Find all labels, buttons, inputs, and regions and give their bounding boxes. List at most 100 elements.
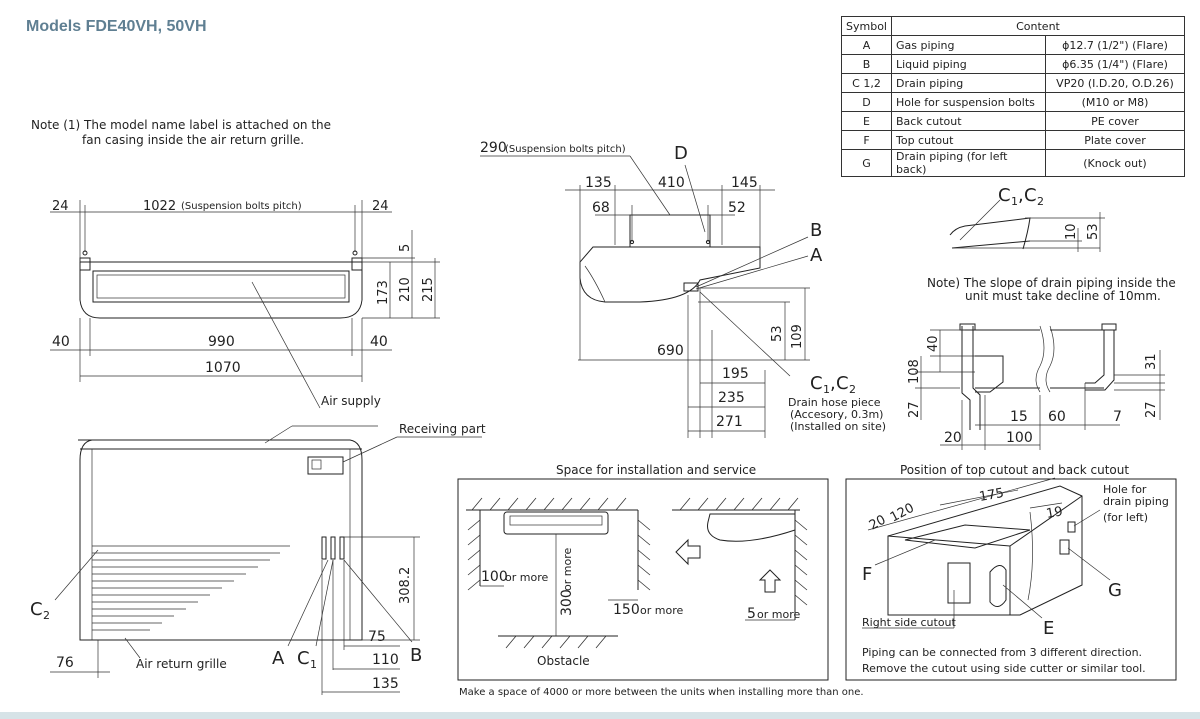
service-unit-outlet [509, 515, 603, 526]
front-view-bracket-right [351, 257, 363, 271]
dim-line [939, 489, 1019, 506]
dim-100-note: or more [505, 571, 548, 584]
leader-290 [629, 155, 671, 216]
dim-215: 215 [421, 277, 436, 302]
row-name: Hole for suspension bolts [890, 92, 1046, 112]
dim-1022: 1022 [143, 199, 176, 214]
drain-detail-slope [951, 240, 1031, 249]
front-view-unit-outline [79, 261, 363, 319]
c2-label: C [30, 599, 43, 620]
drain-outlet-left [961, 326, 971, 430]
air-return-grille-label: Air return grille [136, 657, 227, 671]
leader-air-supply-front [251, 281, 321, 409]
leader-d [684, 164, 706, 233]
row-name: Drain piping (for left back) [890, 149, 1046, 177]
c1c2-comma: , [1018, 185, 1024, 206]
bolt-hole [352, 250, 358, 256]
label-c2-subscript: 2 [849, 383, 856, 396]
airflow-arrow-icon [675, 538, 701, 566]
iso-unit-edge [1009, 495, 1083, 547]
dim-5: 5 [747, 606, 756, 622]
row-value: ϕ6.35 (1/4") (Flare) [1044, 54, 1185, 74]
label-b: B [810, 220, 822, 241]
bottom-bar [0, 712, 1200, 719]
hole-label-2: drain piping [1103, 495, 1169, 508]
row-value: VP20 (I.D.20, O.D.26) [1044, 73, 1185, 93]
dim-15: 15 [1010, 409, 1028, 425]
c2-label: C [1024, 185, 1037, 206]
dim-10: 10 [1064, 223, 1079, 240]
table-row: B Liquid piping ϕ6.35 (1/4") (Flare) [841, 54, 1185, 74]
dim-100: 100 [1006, 430, 1033, 446]
dim-135: 135 [585, 175, 612, 191]
leader-c1c2 [699, 291, 791, 377]
symbol-table-header: Symbol Content [841, 16, 1185, 36]
leader-hole [1073, 509, 1101, 527]
front-view-bracket-left [79, 257, 91, 271]
label-c1c2-comma: , [830, 373, 836, 394]
leader-c2 [54, 549, 99, 601]
dim-308: 308.2 [398, 567, 413, 604]
label-c1-subscript: 1 [310, 658, 317, 671]
label-b: B [410, 645, 422, 666]
front-view-outlet-inner [96, 274, 346, 299]
receiving-part-box [307, 456, 344, 475]
hole-label-3: (for left) [1103, 511, 1148, 524]
front-view-air-outlet [92, 270, 350, 303]
knockout-g [1059, 539, 1070, 555]
leader-a [287, 559, 329, 647]
pipe-a [330, 536, 336, 560]
dim-1022-note: (Suspension bolts pitch) [181, 201, 302, 212]
hole-label-1: Hole for [1103, 483, 1147, 496]
row-name: Gas piping [890, 35, 1046, 55]
leader-receiving-part [342, 436, 398, 463]
row-value: Plate cover [1044, 130, 1185, 150]
cutout-title: Position of top cutout and back cutout [900, 463, 1129, 477]
row-symbol: G [841, 149, 892, 177]
iso-unit-outline [887, 485, 1083, 616]
side-view-drain-port [683, 282, 699, 292]
c2-subscript: 2 [1037, 195, 1044, 208]
row-value: (Knock out) [1044, 149, 1185, 177]
side-view-curve [584, 265, 606, 303]
drain-outlet-left-inner [972, 326, 981, 430]
bottom-view: 308.2 75 110 135 76 Air supply Receiving… [30, 281, 486, 695]
label-e: E [1043, 618, 1054, 639]
dim-150-note: or more [640, 604, 683, 617]
service-space-view: Space for installation and service [457, 463, 864, 698]
ceiling-hatch [471, 497, 799, 511]
dim-40-right: 40 [370, 334, 388, 350]
drain-cap-right [1101, 323, 1117, 331]
table-row: D Hole for suspension bolts (M10 or M8) [841, 92, 1185, 112]
drain-hose-line-3: (Installed on site) [790, 420, 886, 433]
drain-outlet-right-inner [1085, 330, 1115, 391]
dim-24-left: 24 [52, 199, 69, 214]
air-return-grille-lines [92, 545, 290, 631]
label-a: A [272, 648, 285, 669]
dim-150: 150 [613, 602, 640, 618]
dim-109: 109 [790, 324, 805, 349]
drain-cap-left [959, 323, 976, 331]
leader-f [874, 539, 936, 566]
dim-19: 19 [1045, 504, 1064, 522]
break-line [1035, 325, 1045, 393]
dim-60: 60 [1048, 409, 1066, 425]
floor-hatch [505, 635, 607, 649]
dim-24-right: 24 [372, 199, 389, 214]
label-g: G [1108, 580, 1122, 601]
leader-c1 [315, 559, 334, 647]
label-c1-subscript: 1 [823, 383, 830, 396]
dim-210: 210 [398, 277, 413, 302]
label-d: D [674, 143, 688, 164]
dim-20: 20 [944, 430, 962, 446]
side-view-outline [579, 246, 761, 303]
cutout-view: Position of top cutout and back cutout 2… [845, 463, 1177, 681]
drain-slope-detail: C 1 , C 2 10 53 Note) The slope of drain… [907, 185, 1176, 450]
label-c1c2: C [810, 373, 823, 394]
dim-300: 300 [559, 589, 575, 616]
dim-271: 271 [716, 414, 743, 430]
dim-68: 68 [592, 200, 610, 216]
dim-1070: 1070 [205, 360, 241, 376]
dim-108: 108 [907, 359, 922, 384]
